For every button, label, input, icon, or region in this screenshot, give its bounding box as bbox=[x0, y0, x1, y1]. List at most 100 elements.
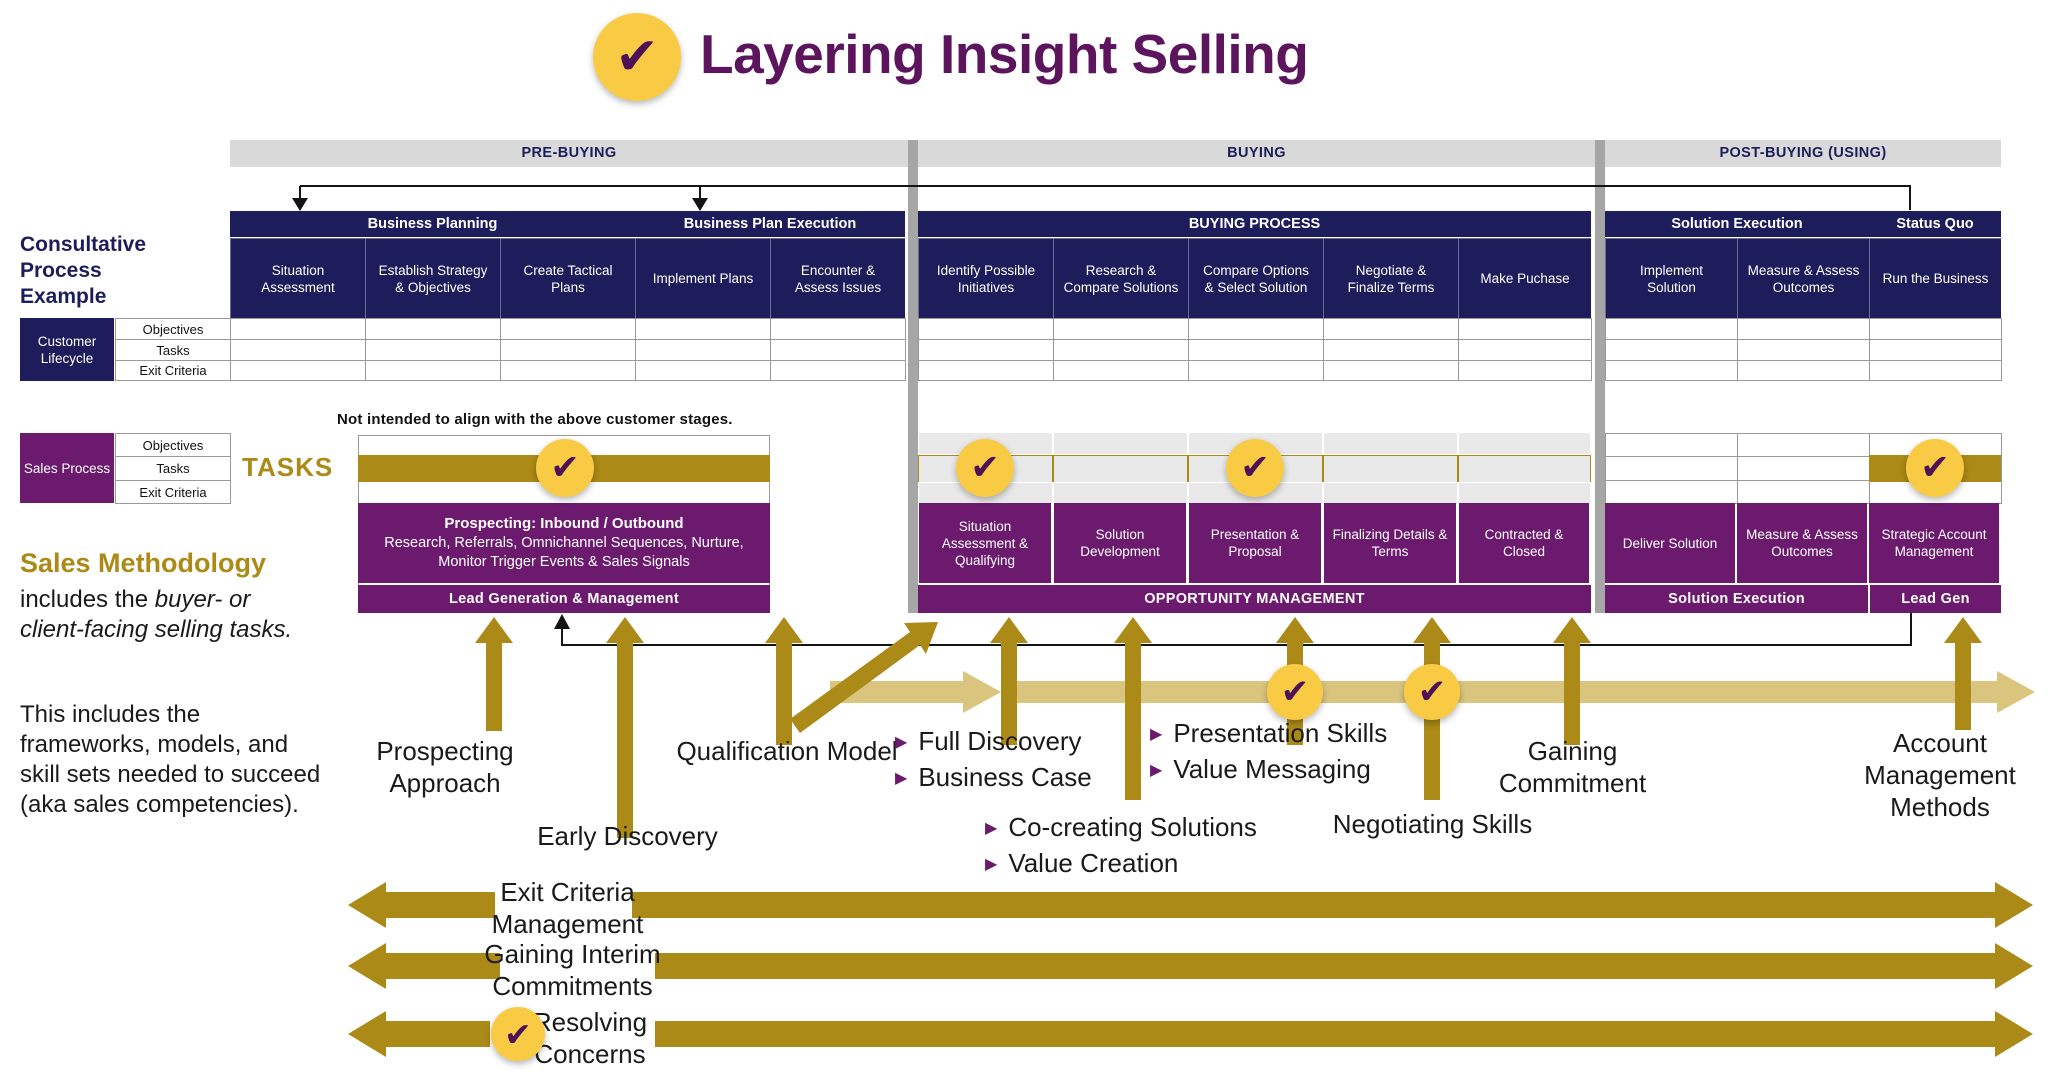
sales-stage-cell: Solution Development bbox=[1054, 503, 1186, 583]
lifecycle-grid-cell bbox=[1605, 318, 1738, 340]
lifecycle-grid-cell bbox=[770, 318, 906, 340]
lifecycle-grid-cell bbox=[918, 318, 1054, 340]
lifecycle-grid-cell bbox=[1869, 318, 2002, 340]
stage-cell: Establish Strategy & Objectives bbox=[365, 238, 500, 318]
up-arrow-qualification bbox=[765, 617, 803, 745]
lifecycle-grid-cell bbox=[1869, 339, 2002, 361]
bullet-line: ▶Value Messaging bbox=[1150, 752, 1387, 788]
alignment-note: Not intended to align with the above cus… bbox=[337, 411, 733, 428]
lifecycle-grid-cell bbox=[230, 339, 366, 361]
stage-cell: Compare Options & Select Solution bbox=[1188, 238, 1323, 318]
up-arrow-co-creating bbox=[1114, 617, 1152, 800]
stage-cell: Situation Assessment bbox=[230, 238, 365, 318]
lifecycle-grid-cell bbox=[1323, 339, 1459, 361]
group-solution-execution: Solution Execution bbox=[1605, 211, 1869, 237]
sales-grid-cell bbox=[1054, 433, 1187, 454]
tasks-qualifying-check-icon: ✔ bbox=[956, 439, 1014, 497]
lifecycle-grid-cell bbox=[1053, 339, 1189, 361]
phase-buying: BUYING bbox=[918, 140, 1595, 167]
sales-stage-cell: Deliver Solution bbox=[1605, 503, 1735, 583]
sales-grid-cell bbox=[1459, 483, 1590, 503]
stage-cell: Research & Compare Solutions bbox=[1053, 238, 1188, 318]
timeline-presentation-check-icon: ✔ bbox=[1267, 664, 1323, 720]
lifecycle-grid-cell bbox=[1188, 339, 1324, 361]
up-arrow-early-discovery bbox=[606, 617, 644, 838]
skill-qualification-model: Qualification Model bbox=[676, 736, 898, 766]
section-divider bbox=[908, 140, 918, 613]
right-arrow-interim-commitments bbox=[655, 943, 2033, 989]
lead-gen-row: Lead Gen bbox=[1870, 585, 2001, 613]
sales-grid-cell bbox=[1324, 456, 1457, 482]
group-business-plan-execution: Business Plan Execution bbox=[635, 211, 905, 237]
lifecycle-grid-cell bbox=[918, 339, 1054, 361]
triangle-bullet-icon: ▶ bbox=[895, 770, 908, 787]
stage-cell: Measure & Assess Outcomes bbox=[1737, 238, 1869, 318]
skill-presentation-bullets: ▶Presentation Skills ▶Value Messaging bbox=[1150, 716, 1387, 788]
lifecycle-grid-cell bbox=[1737, 360, 1870, 381]
sales-grid-cell bbox=[1737, 480, 1870, 504]
lifecycle-grid-cell bbox=[1605, 360, 1738, 381]
lifecycle-grid-cell bbox=[918, 360, 1054, 381]
skill-account-management: Account Management Methods bbox=[1864, 728, 2016, 822]
consultative-process-label: Consultative Process Example bbox=[20, 233, 147, 308]
lifecycle-grid-cell bbox=[635, 318, 771, 340]
bullet-text: Full Discovery bbox=[918, 726, 1082, 756]
sales-stage-cell: Situation Assessment & Qualifying bbox=[919, 503, 1051, 583]
lifecycle-grid-cell bbox=[635, 339, 771, 361]
lifecycle-grid-cell bbox=[500, 360, 636, 381]
sales-row-label: Objectives bbox=[115, 433, 231, 457]
lifecycle-grid-cell bbox=[635, 360, 771, 381]
leadgen-loop-connector bbox=[561, 613, 1912, 646]
lifecycle-grid-cell bbox=[230, 318, 366, 340]
left-arrow-resolving-concerns bbox=[348, 1011, 490, 1057]
lifecycle-grid-cell bbox=[365, 318, 501, 340]
stage-cell: Run the Business bbox=[1869, 238, 2001, 318]
lifecycle-row-label: Objectives bbox=[115, 318, 231, 340]
sales-grid-cell bbox=[1737, 433, 1870, 457]
skill-cocreation-bullets: ▶Co-creating Solutions ▶Value Creation bbox=[985, 810, 1257, 882]
title-check-icon: ✔ bbox=[593, 13, 681, 101]
solution-execution-row: Solution Execution bbox=[1605, 585, 1868, 613]
bullet-line: ▶Presentation Skills bbox=[1150, 716, 1387, 752]
phase-post-buying: POST-BUYING (USING) bbox=[1605, 140, 2001, 167]
lifecycle-grid-cell bbox=[770, 360, 906, 381]
timeline-negotiating-check-icon: ✔ bbox=[1404, 664, 1460, 720]
down-arrowhead-icon bbox=[692, 198, 708, 211]
up-arrow-account-management bbox=[1944, 617, 1982, 730]
skill-prospecting-approach: Prospecting Approach bbox=[376, 736, 514, 798]
prospecting-cell: Prospecting: Inbound / Outbound Research… bbox=[358, 503, 770, 583]
sales-grid-cell bbox=[1054, 456, 1187, 482]
right-arrow-resolving-concerns bbox=[655, 1011, 2033, 1057]
methodology-lead: includes the buyer- or client-facing sel… bbox=[20, 585, 320, 645]
lifecycle-grid-cell bbox=[1458, 318, 1592, 340]
lifecycle-grid-cell bbox=[365, 360, 501, 381]
sales-grid-cell bbox=[1605, 433, 1738, 457]
timeline-arrow-long bbox=[1008, 671, 2035, 713]
lifecycle-grid-cell bbox=[1323, 318, 1459, 340]
phase-pre-buying: PRE-BUYING bbox=[230, 140, 908, 167]
page-title: Layering Insight Selling bbox=[700, 23, 1309, 85]
prospecting-detail: Research, Referrals, Omnichannel Sequenc… bbox=[384, 535, 744, 570]
lifecycle-grid-cell bbox=[230, 360, 366, 381]
methodology-lead-regular: includes the bbox=[20, 586, 155, 613]
skill-negotiating: Negotiating Skills bbox=[1332, 809, 1533, 839]
tasks-label: TASKS bbox=[242, 452, 334, 482]
lifecycle-grid-cell bbox=[770, 339, 906, 361]
bullet-line: ▶Co-creating Solutions bbox=[985, 810, 1257, 846]
lifecycle-grid-cell bbox=[500, 339, 636, 361]
triangle-bullet-icon: ▶ bbox=[985, 856, 998, 873]
bullet-text: Presentation Skills bbox=[1173, 718, 1388, 748]
bottom-label-interim-commitments: Gaining Interim Commitments bbox=[484, 939, 661, 1001]
sales-row-label: Exit Criteria bbox=[115, 480, 231, 504]
up-arrow-gaining-commitment bbox=[1553, 617, 1591, 745]
sales-row-label: Tasks bbox=[115, 456, 231, 481]
group-business-planning: Business Planning bbox=[230, 211, 635, 237]
triangle-bullet-icon: ▶ bbox=[895, 734, 908, 751]
methodology-heading: Sales Methodology bbox=[20, 548, 267, 578]
sales-stage-cell: Presentation & Proposal bbox=[1189, 503, 1321, 583]
lifecycle-grid-cell bbox=[365, 339, 501, 361]
timeline-arrow-short bbox=[830, 671, 1001, 713]
lifecycle-grid-cell bbox=[1737, 339, 1870, 361]
sales-stage-cell: Finalizing Details & Terms bbox=[1324, 503, 1456, 583]
lifecycle-row-label: Exit Criteria bbox=[115, 360, 231, 381]
